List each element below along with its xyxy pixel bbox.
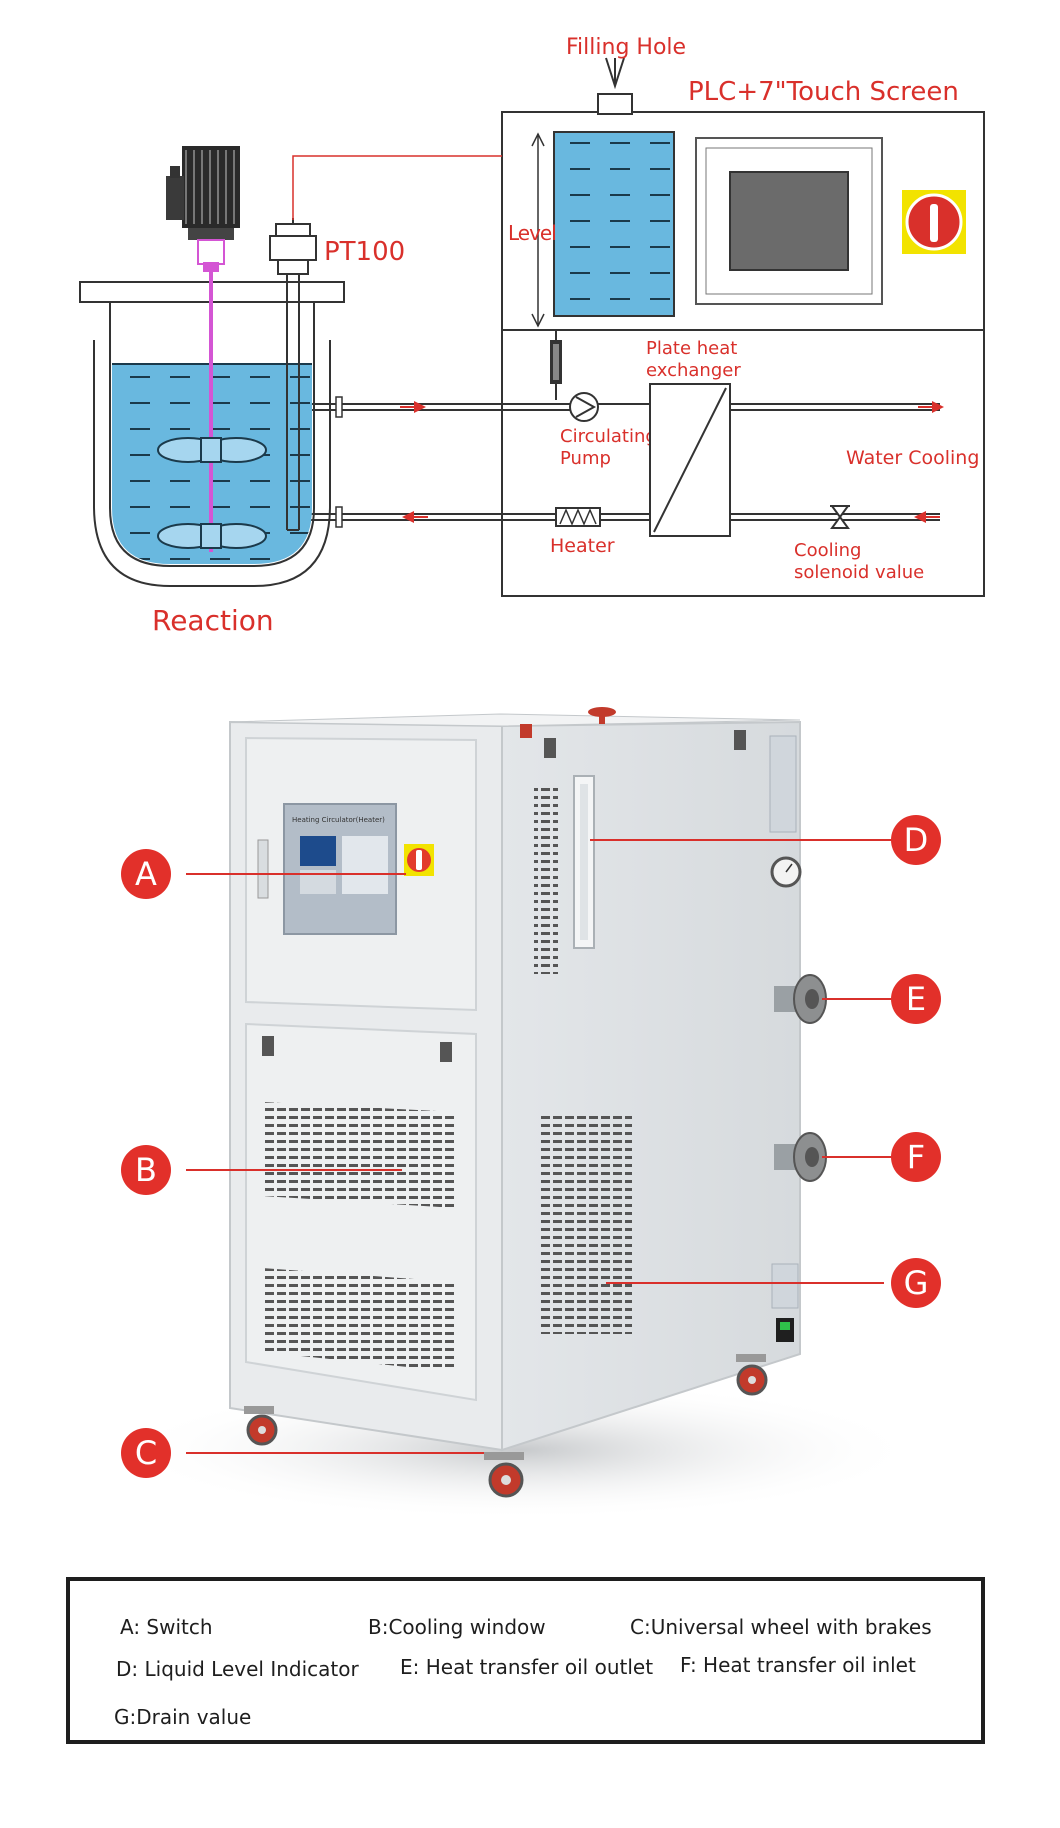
marker-d: D xyxy=(891,815,941,865)
plate-heat-label-2: exchanger xyxy=(646,360,741,381)
legend-box: A: Switch B:Cooling window C:Universal w… xyxy=(66,1577,985,1744)
caster-wheel xyxy=(736,1354,768,1396)
legend-g: G:Drain value xyxy=(114,1705,252,1729)
solenoid-label-1: Cooling xyxy=(794,540,861,561)
marker-g: G xyxy=(891,1258,941,1308)
legend-e: E: Heat transfer oil outlet xyxy=(400,1655,654,1679)
plc-screen-label: PLC+7"Touch Screen xyxy=(688,77,959,107)
legend-f: F: Heat transfer oil inlet xyxy=(680,1653,916,1677)
caster-wheel xyxy=(484,1452,524,1498)
marker-f: F xyxy=(891,1132,941,1182)
marker-c: C xyxy=(121,1428,171,1478)
circulating-pump-icon xyxy=(569,392,599,422)
heater-label: Heater xyxy=(550,535,615,557)
marker-e: E xyxy=(891,974,941,1024)
svg-text:G: G xyxy=(904,1264,929,1302)
side-vent-upper xyxy=(534,786,558,974)
circulating-pump-label-1: Circulating xyxy=(560,426,657,447)
process-schematic: Filling Hole Level PLC+7"Touch Screen Ci… xyxy=(79,35,985,637)
svg-text:A: A xyxy=(135,855,157,893)
svg-text:C: C xyxy=(135,1434,157,1472)
filling-hole-label: Filling Hole xyxy=(566,35,686,60)
svg-text:E: E xyxy=(906,980,926,1018)
oil-inlet-port xyxy=(774,1132,827,1182)
cooling-window xyxy=(262,1102,456,1208)
marker-a: A xyxy=(121,849,171,899)
drain-vent xyxy=(538,1116,632,1334)
impeller-icon xyxy=(157,437,267,549)
plate-heat-label-1: Plate heat xyxy=(646,338,737,359)
lower-vent xyxy=(262,1268,456,1372)
svg-text:F: F xyxy=(907,1138,925,1176)
legend-a: A: Switch xyxy=(120,1615,213,1639)
reaction-label: Reaction xyxy=(152,604,274,637)
legend-c: C:Universal wheel with brakes xyxy=(630,1615,932,1639)
filling-hole xyxy=(597,93,633,115)
control-panel-title: Heating Circulator(Heater) xyxy=(292,816,385,824)
solenoid-label-2: solenoid value xyxy=(794,562,924,583)
panel-display xyxy=(300,836,336,866)
oil-outlet-port xyxy=(774,974,827,1024)
legend-b: B:Cooling window xyxy=(368,1615,546,1639)
water-cooling-label: Water Cooling xyxy=(846,447,979,469)
legend-d: D: Liquid Level Indicator xyxy=(116,1657,359,1681)
machine-illustration: Heating Circulator(Heater) xyxy=(120,707,941,1520)
reactor-jacket xyxy=(93,340,331,587)
caster-wheel xyxy=(244,1406,278,1446)
svg-text:D: D xyxy=(904,821,929,859)
circulating-pump-label-2: Pump xyxy=(560,448,611,469)
marker-b: B xyxy=(121,1145,171,1195)
control-box xyxy=(501,111,985,597)
solenoid-valve-icon xyxy=(830,505,850,529)
svg-text:B: B xyxy=(135,1151,157,1189)
pt100-label: PT100 xyxy=(324,237,405,267)
level-label: Level xyxy=(508,221,556,245)
filling-cap-icon xyxy=(520,724,532,738)
touch-screen-display xyxy=(729,171,849,271)
pt100-sensor-icon xyxy=(275,223,311,237)
